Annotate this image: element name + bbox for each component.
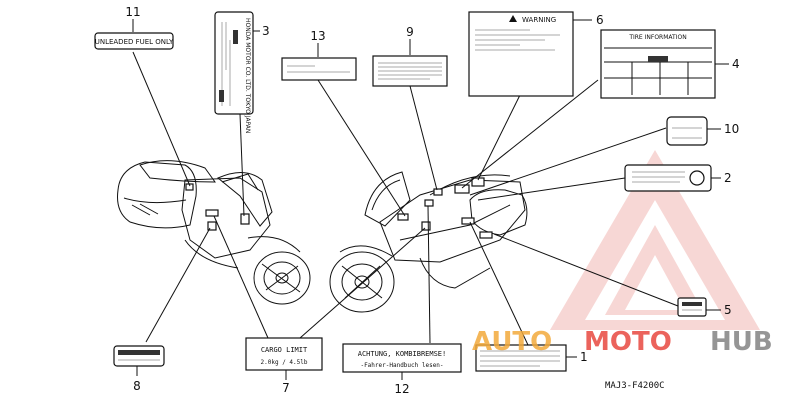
- decal-8-block: [118, 350, 160, 355]
- leader-lines: [132, 51, 679, 346]
- callout-3: 3: [262, 24, 270, 38]
- decal-13: [281, 57, 357, 81]
- diagram-code: MAJ3-F4200C: [605, 381, 665, 391]
- label-3: 3 HONDA MOTOR CO. LTD. TOKYO JAPAN: [214, 11, 270, 133]
- decal-3-block-2: [219, 90, 224, 102]
- label-4: 4 TIRE INFORMATION: [600, 29, 740, 99]
- decal-4: [600, 29, 716, 99]
- callout-2: 2: [724, 171, 732, 185]
- bike-right-sticker-13: [397, 213, 409, 221]
- label-6: 6 WARNING: [468, 11, 604, 97]
- callout-4: 4: [732, 57, 740, 71]
- bike-right-sticker-7: [421, 221, 431, 231]
- decal-5-block: [682, 302, 702, 306]
- decal-12-line1: ACHTUNG, KOMBIBREMSE!: [358, 350, 447, 358]
- callout-9: 9: [406, 25, 414, 39]
- decal-7: [245, 337, 323, 371]
- decal-2-gear-icon: [689, 170, 705, 186]
- label-7: CARGO LIMIT 2.0kg / 4.5lb 7: [245, 337, 323, 395]
- label-12: ACHTUNG, KOMBIBREMSE! -Fahrer-Handbuch l…: [342, 343, 462, 396]
- decal-11: [94, 32, 174, 50]
- label-10: 10: [666, 116, 739, 146]
- label-1: 1: [475, 344, 588, 372]
- watermark-hub: HUB: [710, 327, 773, 357]
- bike-right-sticker-6: [471, 177, 485, 187]
- watermark-auto: AUTO: [472, 327, 552, 357]
- decal-7-line1: CARGO LIMIT: [261, 346, 308, 354]
- decal-6: [468, 11, 574, 97]
- decal-5: [677, 297, 707, 317]
- bike-right-sticker-1: [461, 217, 475, 225]
- callout-13: 13: [310, 29, 325, 43]
- label-9: 9: [372, 25, 448, 87]
- decal-11-text: UNLEADED FUEL ONLY: [95, 38, 174, 46]
- callout-6: 6: [596, 13, 604, 27]
- callout-12: 12: [394, 382, 409, 396]
- watermark-text: AUTO MOTO HUB: [472, 327, 773, 357]
- decal-3: [214, 11, 254, 115]
- bike-left-sticker-7: [205, 209, 219, 217]
- motorcycle-left: [117, 160, 311, 305]
- decal-6-title: WARNING: [522, 16, 556, 24]
- decal-10: [666, 116, 708, 146]
- decal-1: [475, 344, 567, 372]
- decal-12-line2: -Fahrer-Handbuch lesen-: [360, 362, 443, 369]
- bike-right-sticker-9: [433, 188, 443, 196]
- callout-1: 1: [580, 350, 588, 364]
- decal-4-block: [648, 56, 668, 62]
- decal-3-text: HONDA MOTOR CO. LTD. TOKYO JAPAN: [244, 18, 251, 133]
- callout-7: 7: [282, 381, 290, 395]
- callout-11: 11: [125, 5, 140, 19]
- watermark-moto: MOTO: [584, 327, 672, 357]
- bike-right-sticker-5: [479, 231, 493, 239]
- label-11: 11 UNLEADED FUEL ONLY: [94, 5, 174, 50]
- bike-left-sticker-8: [207, 221, 217, 231]
- bike-left-sticker-3: [240, 213, 250, 225]
- warning-triangle-icon: [509, 15, 517, 22]
- label-13: 13: [281, 29, 357, 81]
- label-5: 5: [677, 297, 732, 317]
- callout-5: 5: [724, 303, 732, 317]
- callout-8: 8: [133, 379, 141, 393]
- decal-4-title: TIRE INFORMATION: [628, 34, 686, 41]
- watermark-logo: [550, 150, 760, 330]
- decal-8: [113, 345, 165, 367]
- decal-3-block: [233, 30, 238, 44]
- label-8: 8: [113, 345, 165, 393]
- bike-right-sticker-12: [424, 199, 434, 207]
- watermark-core-cutout: [625, 255, 685, 310]
- decal-7-line2: 2.0kg / 4.5lb: [261, 359, 308, 366]
- label-2: 2: [624, 164, 732, 192]
- callout-10: 10: [724, 122, 739, 136]
- bike-right-sticker-4: [454, 184, 470, 194]
